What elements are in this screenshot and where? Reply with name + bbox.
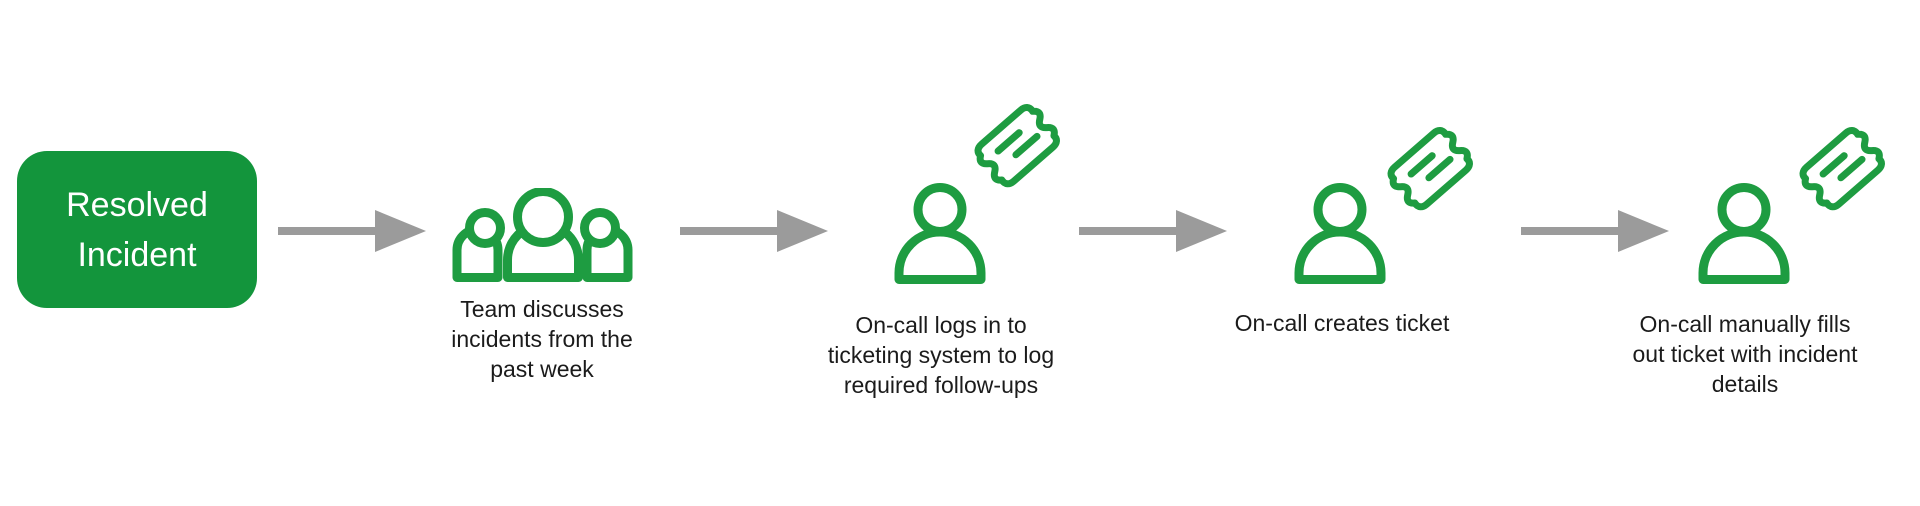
person-icon xyxy=(892,183,990,284)
ticket-icon xyxy=(966,94,1070,196)
right-arrow-icon xyxy=(278,210,426,252)
step-caption: Team discusses incidents from the past w… xyxy=(451,296,633,382)
flow-arrow-4 xyxy=(1521,210,1669,252)
right-arrow-icon xyxy=(680,210,828,252)
step-caption: On-call manually fills out ticket with i… xyxy=(1632,311,1858,397)
step-caption: On-call logs in to ticketing system to l… xyxy=(827,312,1055,398)
right-arrow-icon xyxy=(1521,210,1669,252)
flow-arrow-1 xyxy=(278,210,426,252)
resolved-incident-label: Resolved Incident xyxy=(66,185,208,274)
ticket-icon xyxy=(1379,117,1483,219)
ticket-icon xyxy=(1791,117,1895,219)
resolved-incident-node: Resolved Incident xyxy=(17,151,257,308)
flow-arrow-2 xyxy=(680,210,828,252)
right-arrow-icon xyxy=(1079,210,1227,252)
person-icon xyxy=(1292,183,1390,284)
team-icon xyxy=(452,188,633,282)
step-caption: On-call creates ticket xyxy=(1234,310,1450,336)
flow-arrow-3 xyxy=(1079,210,1227,252)
person-icon xyxy=(1696,183,1794,284)
